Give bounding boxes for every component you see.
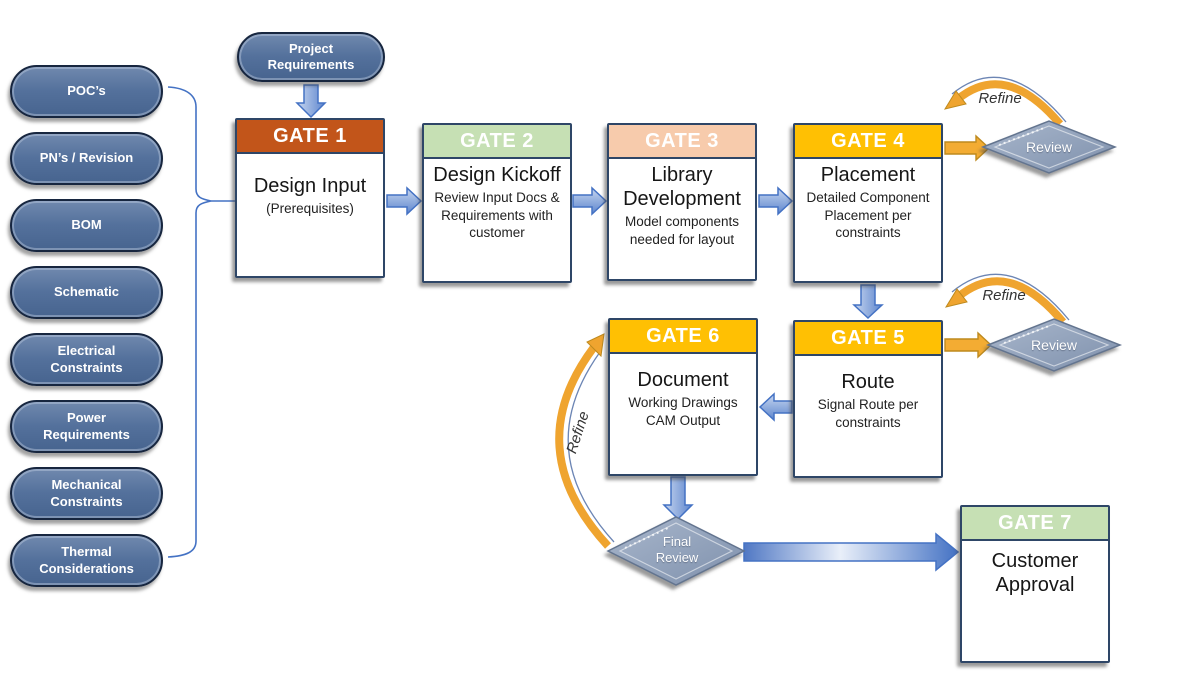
gate-3-subtitle: Model components needed for layout [624,214,740,247]
arrow-gate4-to-review1 [944,134,991,162]
gate-3-title: Library Development [623,164,741,210]
input-pill-thermal-considerations: Thermal Considerations [10,534,163,587]
gate-7-title: Customer Approval [991,550,1079,596]
gate-4-label: GATE 4 [831,129,905,152]
arrow-gate3-to-gate4 [758,186,794,216]
gate-6-title: Document [637,369,729,391]
review1-diamond [980,120,1118,174]
input-pill-label: Schematic [53,284,120,300]
input-pill-electrical-constraints: Electrical Constraints [10,333,163,386]
gate-6-header: GATE 6 [610,320,756,354]
input-pill-pocs: POC’s [10,65,163,118]
refine-label-2: Refine [982,287,1026,304]
input-pill-power-requirements: Power Requirements [10,400,163,453]
input-pill-label: Mechanical Constraints [50,477,123,509]
gate-4-title: Placement [820,164,916,186]
gate-3-box: GATE 3 Library Development Model compone… [607,123,757,281]
arrow-gate6-to-final-review [662,476,694,521]
refine-arc-review2-to-gate5 [944,273,1070,325]
gate-4-header: GATE 4 [795,125,941,159]
input-pill-pns-revision: PN’s / Revision [10,132,163,185]
gate-4-subtitle: Detailed Component Placement per constra… [806,190,930,241]
arrow-gate5-to-gate6 [758,392,793,422]
gate-2-header: GATE 2 [424,125,570,159]
gate-1-subtitle: (Prerequisites) [266,201,354,216]
input-pill-label: Thermal Considerations [39,544,134,576]
gate-3-label: GATE 3 [645,129,719,152]
refine-arc-final-review-to-gate6 [555,333,615,549]
arrow-gate2-to-gate3 [572,186,608,216]
gate-1-box: GATE 1 Design Input (Prerequisites) [235,118,385,278]
gate-5-title: Route [841,371,895,393]
gate-5-box: GATE 5 Route Signal Route per constraint… [793,320,943,478]
final-review-label: Final Review [655,534,699,566]
gate-1-header: GATE 1 [237,120,383,154]
gate-6-box: GATE 6 Document Working Drawings CAM Out… [608,318,758,476]
input-pill-mechanical-constraints: Mechanical Constraints [10,467,163,520]
gate-7-box: GATE 7 Customer Approval [960,505,1110,663]
gate-2-box: GATE 2 Design Kickoff Review Input Docs … [422,123,572,283]
start-node-project-requirements: Project Requirements [237,32,385,82]
input-pill-label: POC’s [67,83,106,99]
input-pill-label: Power Requirements [43,410,130,442]
gate-1-label: GATE 1 [273,124,347,147]
gate-5-header: GATE 5 [795,322,941,356]
start-node-label: Project Requirements [267,40,355,72]
arrow-final-review-to-gate7 [743,532,960,572]
gate-2-subtitle: Review Input Docs & Requirements with cu… [434,190,560,241]
review2-label: Review [1031,337,1077,353]
gate-4-box: GATE 4 Placement Detailed Component Plac… [793,123,943,283]
gate-5-label: GATE 5 [831,326,905,349]
gate-3-header: GATE 3 [609,125,755,159]
input-pill-label: Electrical Constraints [50,343,123,375]
review2-diamond [985,318,1123,372]
input-pill-schematic: Schematic [10,266,163,319]
arrow-gate1-to-gate2 [386,186,423,216]
refine-label-1: Refine [978,90,1022,107]
input-pill-label: BOM [71,217,102,233]
arrow-gate4-to-gate5 [852,284,884,320]
review1-label: Review [1026,139,1072,155]
gate-5-subtitle: Signal Route per constraints [817,397,919,430]
gate-2-title: Design Kickoff [433,164,561,186]
refine-arc-review1-to-gate4 [943,76,1067,127]
arrow-gate5-to-review2 [944,331,993,359]
final-review-diamond [606,516,746,586]
input-pill-bom: BOM [10,199,163,252]
gate-6-label: GATE 6 [646,324,720,347]
input-pill-label: PN’s / Revision [39,150,134,166]
arrow-start-to-gate1 [295,84,327,119]
input-brace [167,86,212,558]
gate-2-label: GATE 2 [460,129,534,152]
gate-1-title: Design Input [253,175,367,197]
gate-6-subtitle: Working Drawings CAM Output [628,395,738,428]
gate-7-label: GATE 7 [998,511,1072,534]
gate-7-header: GATE 7 [962,507,1108,541]
